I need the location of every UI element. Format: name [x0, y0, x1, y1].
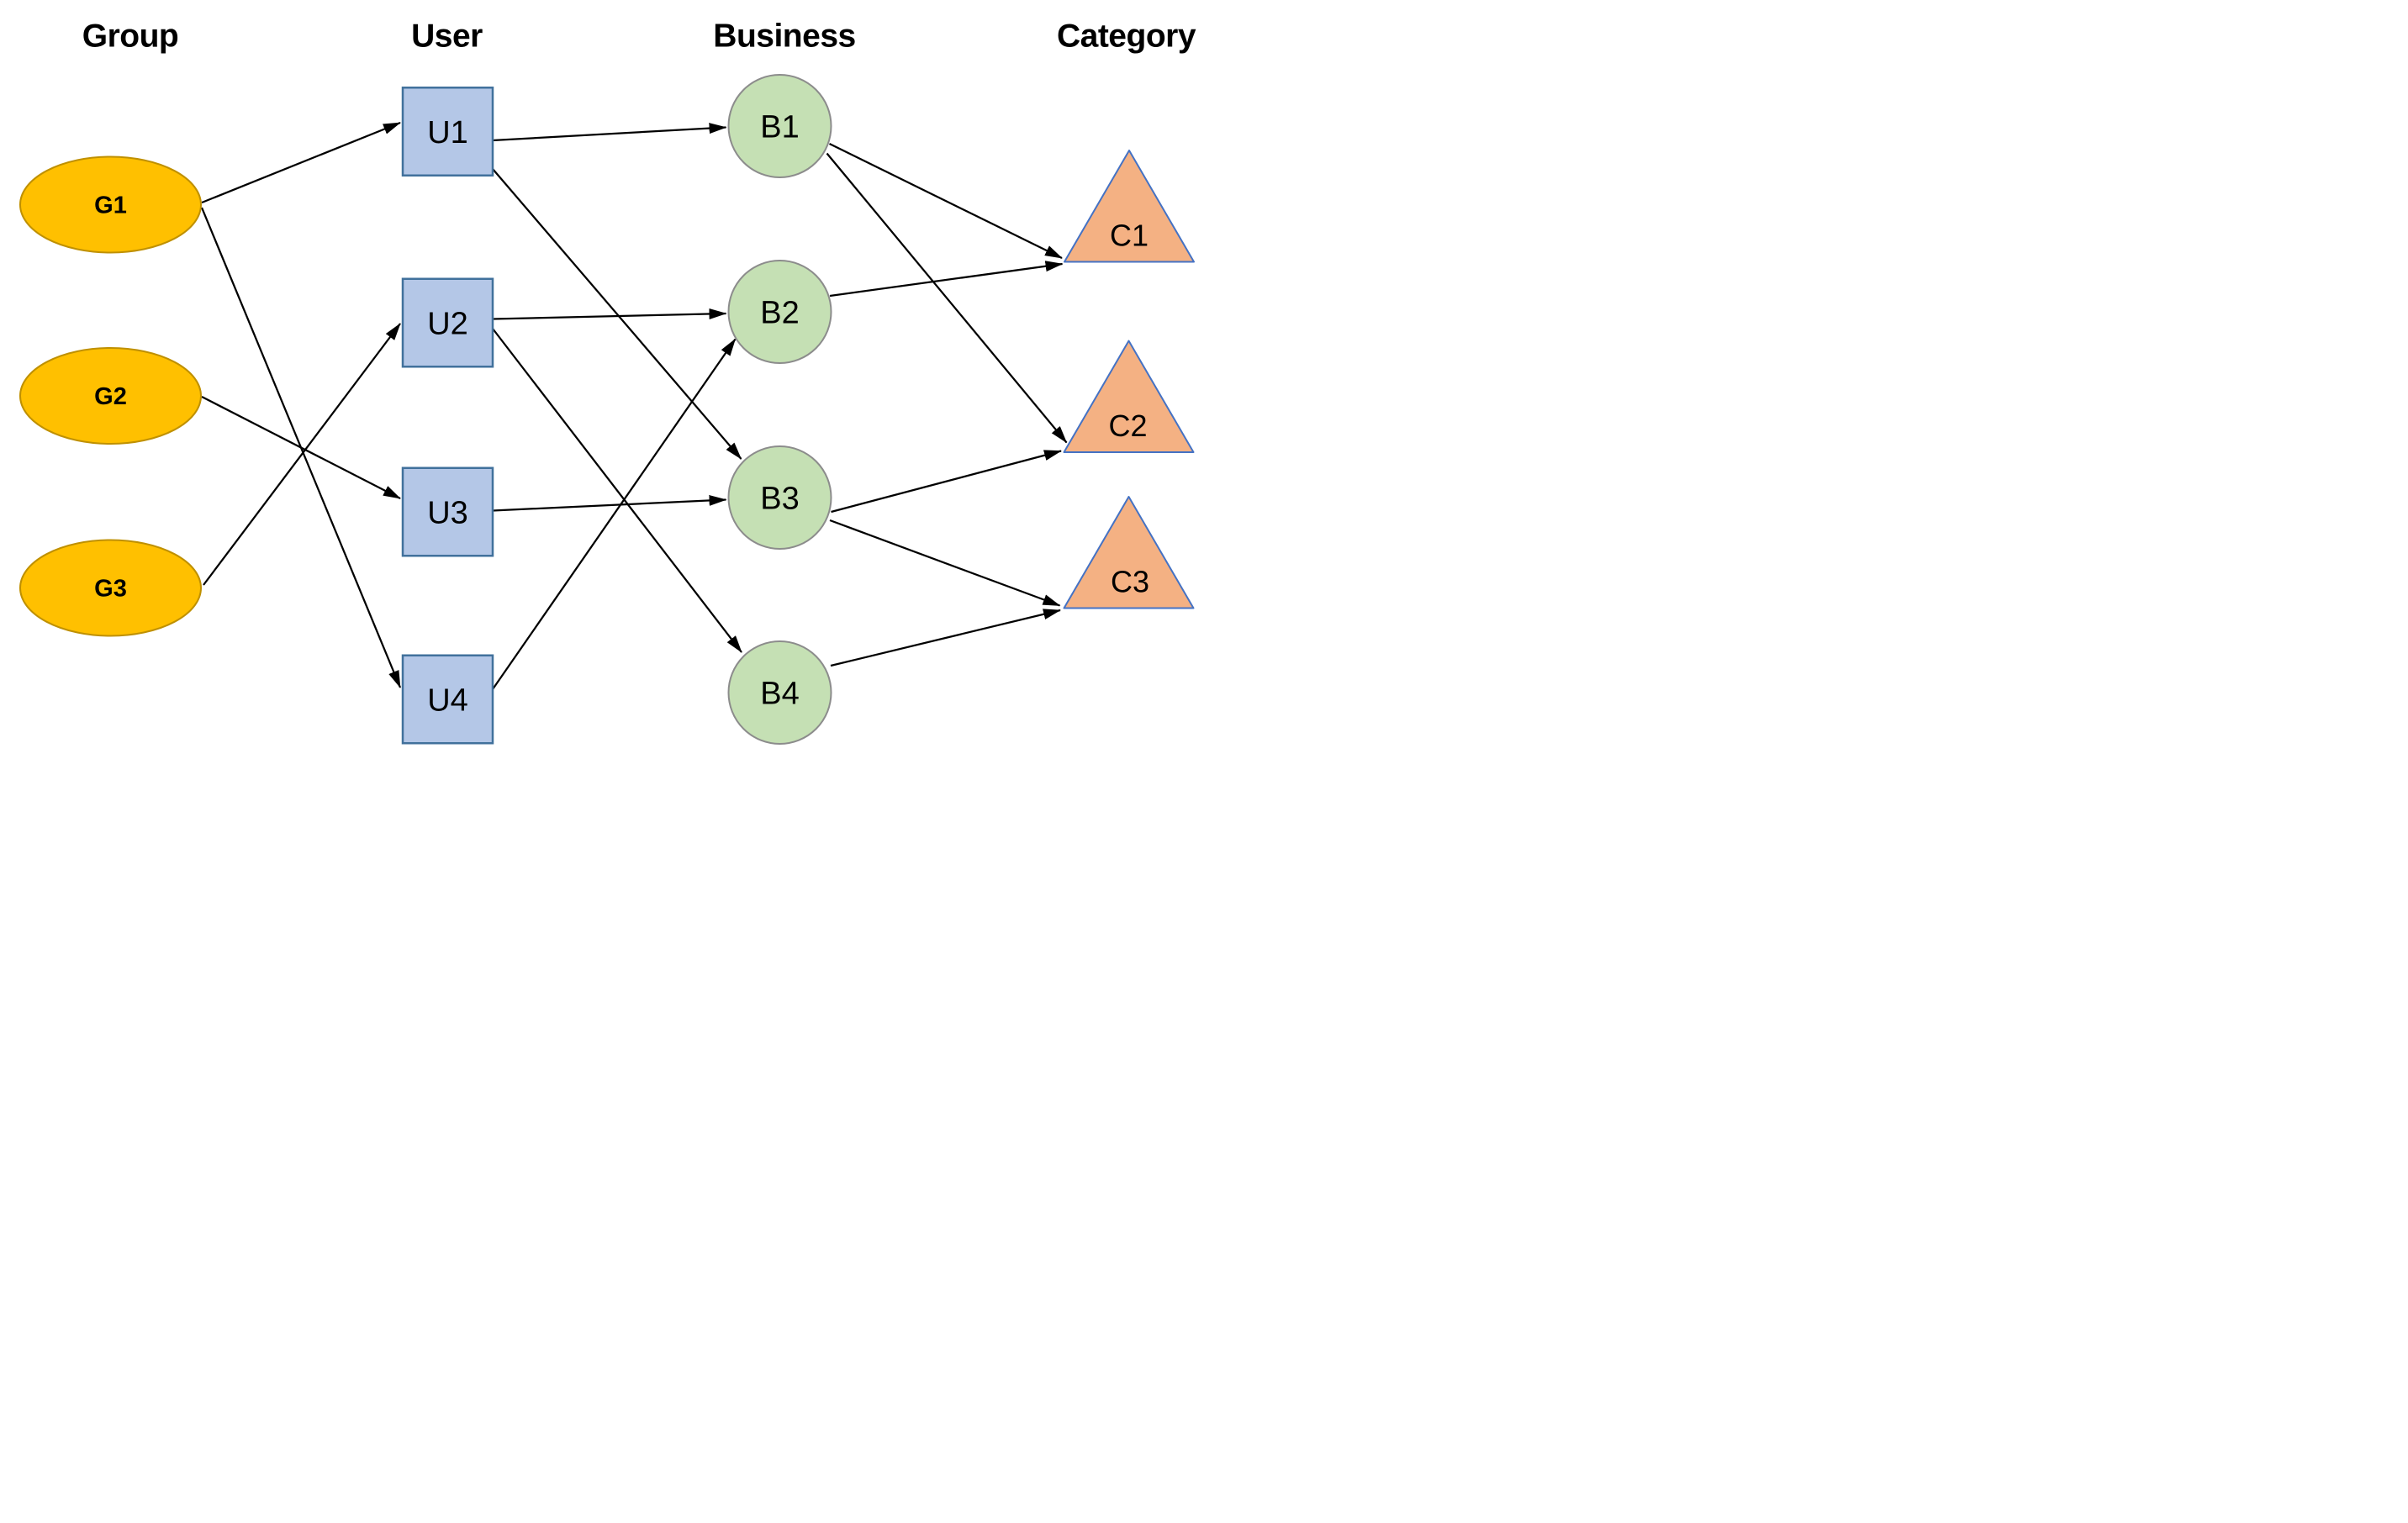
business-node-b3-label: B3 [760, 481, 799, 516]
business-node-b2-label: B2 [760, 295, 799, 330]
edge-b1-c1-arrow [829, 142, 1063, 260]
user-node-u4-label: U4 [427, 682, 468, 718]
user-node-u3-label: U3 [427, 495, 468, 530]
edge-u2-b2-arrow [492, 308, 727, 320]
edge-u3-b3-arrow [492, 494, 727, 512]
category-node-c3 [1063, 496, 1195, 609]
user-node-u4 [401, 654, 494, 745]
category-node-c1 [1064, 150, 1195, 263]
category-node-c3-label: C3 [1111, 565, 1149, 599]
category-node-c2 [1063, 340, 1195, 453]
edge-g2-u3-arrow [201, 395, 401, 500]
group-node-g2-label: G2 [94, 383, 127, 410]
edge-g1-u1-arrow [201, 121, 401, 204]
column-header-group: Group [82, 18, 178, 55]
business-node-b1 [727, 74, 832, 178]
edge-u4-b2-arrow [492, 338, 737, 690]
nodes-layer [19, 74, 1195, 745]
column-header-category: Category [1057, 18, 1196, 55]
business-node-b4 [727, 640, 832, 745]
edge-g3-u2-arrow [203, 323, 401, 586]
edge-b3-c3-arrow [829, 519, 1061, 607]
edges-layer [200, 121, 1068, 690]
business-node-b4-label: B4 [760, 676, 799, 711]
business-node-b3 [727, 445, 832, 550]
category-node-c1-label: C1 [1110, 219, 1149, 253]
user-node-u1-label: U1 [427, 115, 468, 150]
category-node-c2-label: C2 [1108, 408, 1147, 443]
group-node-g1-label: G1 [94, 192, 127, 219]
edge-b4-c3-arrow [830, 609, 1061, 667]
user-node-u3 [401, 466, 494, 557]
edge-b1-c2-arrow [826, 152, 1068, 444]
column-header-business: Business [713, 18, 855, 55]
group-node-g1 [19, 155, 202, 254]
user-node-u1 [401, 87, 494, 177]
group-node-g3-label: G3 [94, 576, 127, 603]
user-node-u2-label: U2 [427, 306, 468, 341]
business-node-b2 [727, 260, 832, 364]
edge-b3-c2-arrow [831, 450, 1062, 514]
edge-u1-b1-arrow [492, 123, 727, 142]
edge-u2-b4-arrow [492, 328, 742, 653]
column-header-user: User [411, 18, 483, 55]
user-node-u2 [401, 277, 494, 368]
edge-b2-c1-arrow [829, 261, 1064, 298]
business-node-b1-label: B1 [760, 109, 799, 145]
edge-u1-b3-arrow [492, 168, 742, 460]
group-node-g3 [19, 539, 202, 637]
group-node-g2 [19, 347, 202, 445]
